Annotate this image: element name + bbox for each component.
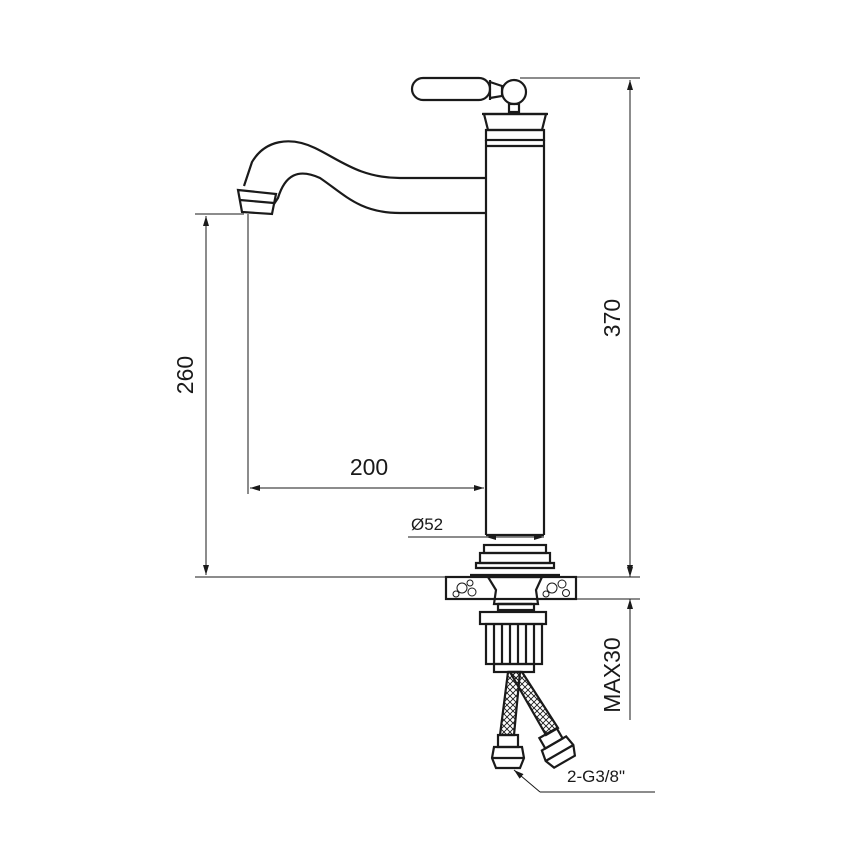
dim-connection-thread-label: 2-G3/8" [567, 767, 625, 786]
dim-counter-thickness: MAX30 [599, 556, 633, 720]
dim-body-diameter: Ø52 [408, 515, 544, 540]
spout [236, 140, 486, 216]
dim-spout-reach-label: 200 [350, 454, 388, 480]
supply-hoses [490, 670, 577, 770]
dim-spout-height-label: 260 [172, 356, 198, 394]
body-cap [482, 112, 548, 148]
fixing-nut [478, 610, 548, 674]
dim-total-height: 370 [520, 77, 640, 575]
dim-spout-height: 260 [172, 213, 244, 575]
body-column [484, 140, 546, 537]
dim-total-height-label: 370 [599, 299, 625, 337]
dim-counter-thickness-label: MAX30 [599, 637, 625, 712]
hose-fitting-left [490, 733, 526, 770]
countertop [195, 575, 640, 612]
lever-handle [410, 76, 528, 114]
faucet-body [236, 76, 560, 577]
body-base [470, 543, 560, 577]
dim-connection-thread: 2-G3/8" [513, 767, 655, 793]
dim-body-diameter-label: Ø52 [411, 515, 443, 534]
dim-spout-reach: 200 [247, 214, 484, 494]
hose-fitting-right [537, 726, 577, 769]
